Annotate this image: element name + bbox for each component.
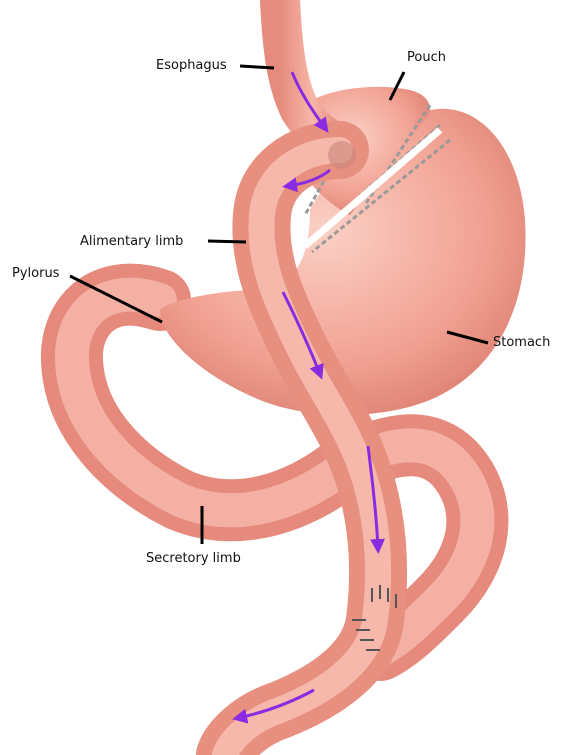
leader-alimentary [208, 241, 246, 242]
label-secretory-limb: Secretory limb [146, 551, 241, 567]
label-pylorus: Pylorus [12, 266, 59, 282]
label-pouch: Pouch [407, 50, 446, 66]
label-stomach: Stomach [493, 335, 550, 351]
anastomosis-site [328, 141, 356, 169]
leader-esophagus [240, 66, 274, 68]
label-esophagus: Esophagus [156, 58, 227, 74]
label-alimentary-limb: Alimentary limb [80, 234, 183, 250]
